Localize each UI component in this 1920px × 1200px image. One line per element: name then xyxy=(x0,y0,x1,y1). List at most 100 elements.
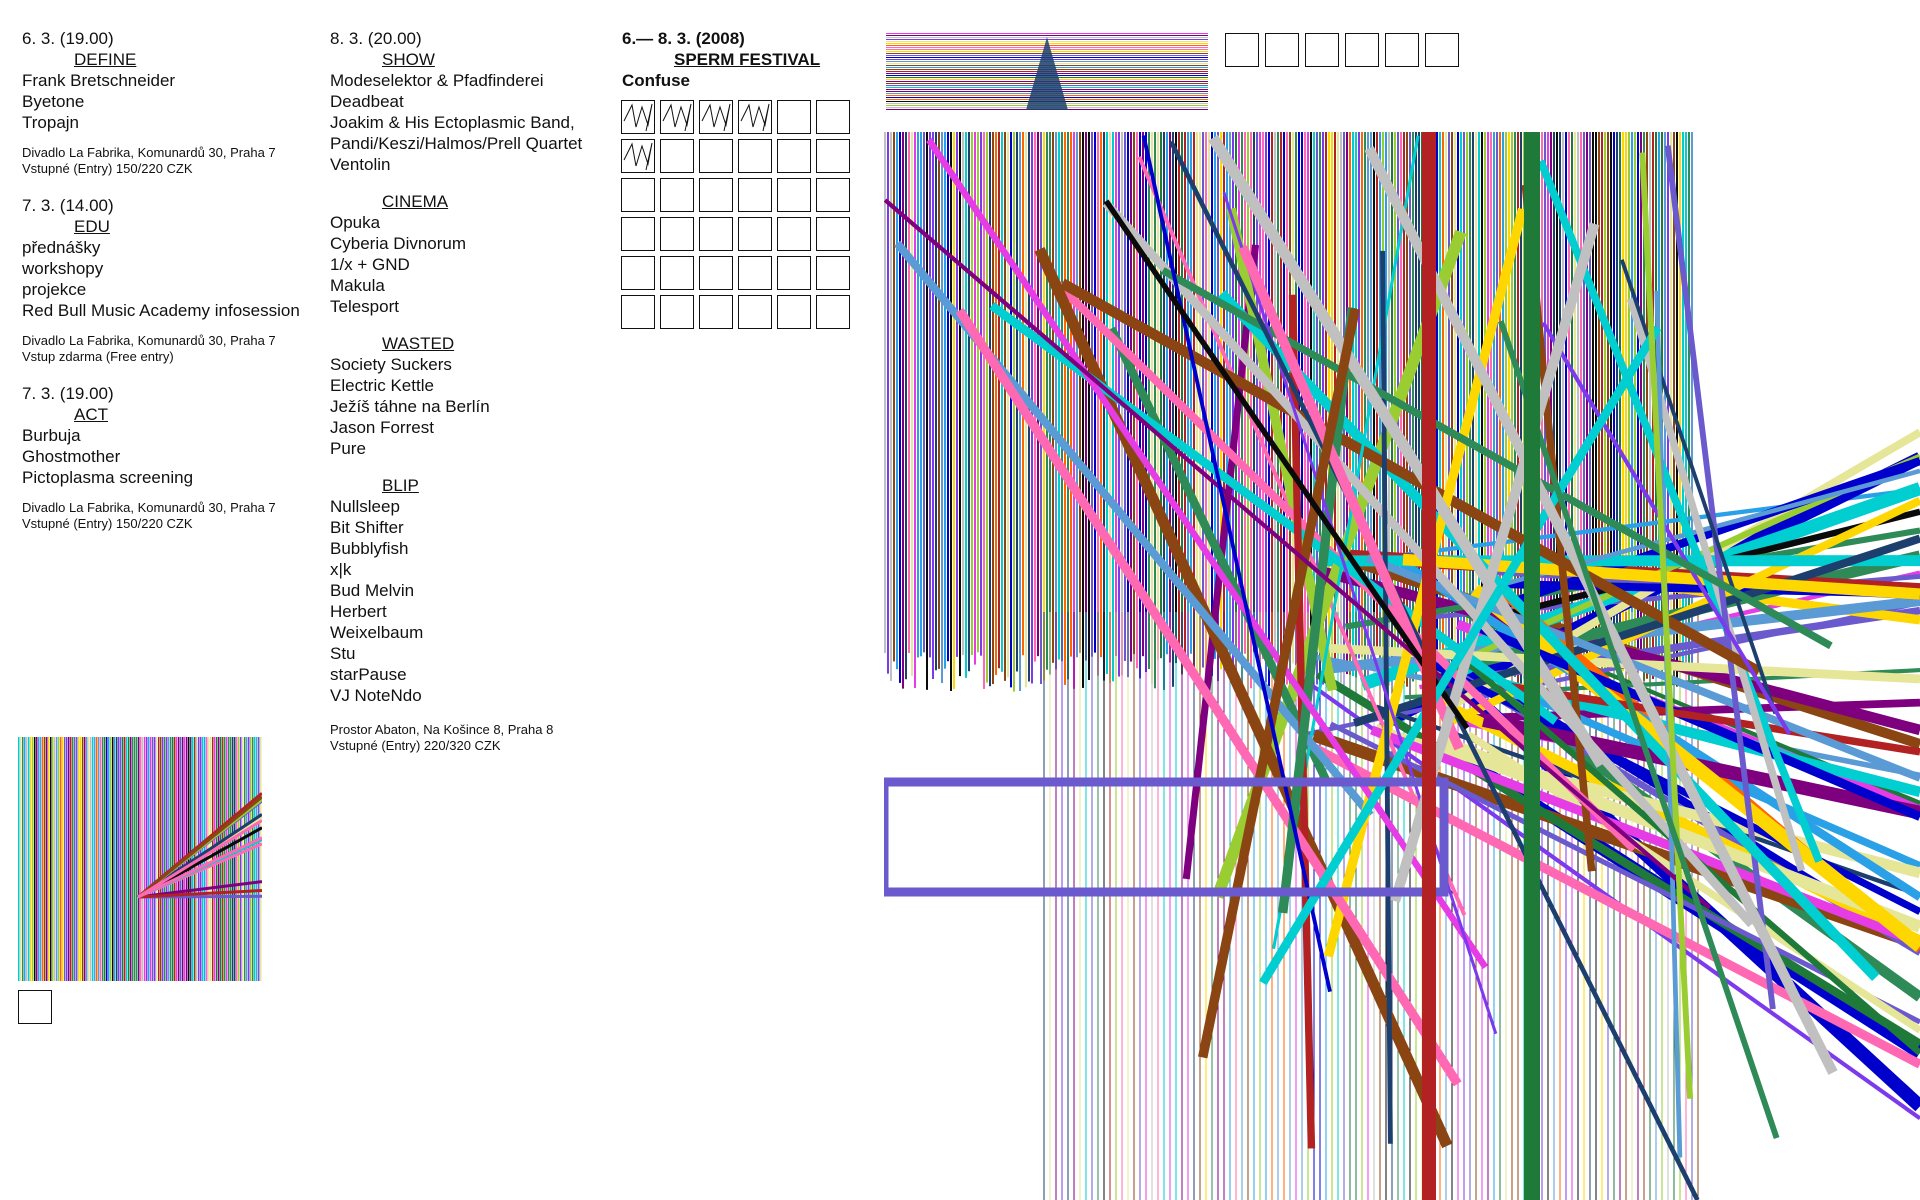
grid-cell[interactable] xyxy=(699,100,733,134)
venue-info: Divadlo La Fabrika, Komunardů 30, Praha … xyxy=(22,333,276,364)
lineup-item: starPause xyxy=(330,665,407,684)
lineup-item: Makula xyxy=(330,276,385,295)
grid-cell[interactable] xyxy=(699,256,733,290)
lineup-item: Jason Forrest xyxy=(330,418,434,437)
grid-cell[interactable] xyxy=(621,295,655,329)
festival-header: 6.— 8. 3. (2008) SPERM FESTIVAL Confuse xyxy=(622,28,882,91)
lineup-item: Frank Bretschneider xyxy=(22,71,176,90)
main-artwork xyxy=(884,132,1920,1200)
event-section-title[interactable]: CINEMA xyxy=(382,192,449,211)
grid-cell[interactable] xyxy=(660,178,694,212)
banner-graphic xyxy=(886,33,1208,110)
grid-cell[interactable] xyxy=(777,295,811,329)
grid-cell[interactable] xyxy=(777,178,811,212)
grid-cell[interactable] xyxy=(660,139,694,173)
grid-cell[interactable] xyxy=(699,217,733,251)
main-artwork-graphic xyxy=(884,132,1920,1200)
grid-cell[interactable] xyxy=(777,217,811,251)
grid-cell[interactable] xyxy=(777,256,811,290)
grid-cell[interactable] xyxy=(699,178,733,212)
lineup-item: Deadbeat xyxy=(330,92,404,111)
event-section-title[interactable]: ACT xyxy=(74,405,108,424)
thumbnail-select-box[interactable] xyxy=(18,990,52,1024)
event-date: 7. 3. (14.00) xyxy=(22,196,114,215)
top-box[interactable] xyxy=(1305,33,1339,67)
grid-cell[interactable] xyxy=(621,139,655,173)
lineup-item: Pandi/Keszi/Halmos/Prell Quartet xyxy=(330,134,583,153)
top-box[interactable] xyxy=(1345,33,1379,67)
lineup-item: Telesport xyxy=(330,297,399,316)
lineup-item: 1/x + GND xyxy=(330,255,410,274)
grid-cell[interactable] xyxy=(738,178,772,212)
top-box[interactable] xyxy=(1425,33,1459,67)
event-date: 8. 3. (20.00) xyxy=(330,29,422,48)
lineup-item: Byetone xyxy=(22,92,85,111)
thumbnail-artwork[interactable] xyxy=(18,737,262,981)
grid-cell[interactable] xyxy=(816,256,850,290)
festival-dates: 6.— 8. 3. (2008) xyxy=(622,29,745,48)
event-date: 7. 3. (19.00) xyxy=(22,384,114,403)
grid-cell[interactable] xyxy=(738,139,772,173)
lineup-item: Opuka xyxy=(330,213,381,232)
grid-cell[interactable] xyxy=(660,295,694,329)
grid-cell[interactable] xyxy=(660,256,694,290)
grid-cell[interactable] xyxy=(816,100,850,134)
grid-cell[interactable] xyxy=(660,100,694,134)
lineup-item: Bubblyfish xyxy=(330,539,409,558)
venue-info: Divadlo La Fabrika, Komunardů 30, Praha … xyxy=(22,145,276,176)
lineup-item: VJ NoteNdo xyxy=(330,686,422,705)
grid-cell[interactable] xyxy=(738,295,772,329)
scribble-icon xyxy=(662,103,692,132)
lineup-item: projekce xyxy=(22,280,87,299)
banner-artwork[interactable] xyxy=(886,33,1208,110)
scribble-icon xyxy=(740,103,770,132)
event-section-title[interactable]: BLIP xyxy=(382,476,419,495)
event-date: 6. 3. (19.00) xyxy=(22,29,114,48)
lineup-item: Ježíš táhne na Berlín xyxy=(330,397,490,416)
grid-cell[interactable] xyxy=(816,217,850,251)
lineup-item: Nullsleep xyxy=(330,497,400,516)
venue-info: Divadlo La Fabrika, Komunardů 30, Praha … xyxy=(22,500,276,531)
grid-cell[interactable] xyxy=(660,217,694,251)
festival-title[interactable]: SPERM FESTIVAL xyxy=(674,50,821,69)
grid-cell[interactable] xyxy=(816,178,850,212)
lineup-item: Bit Shifter xyxy=(330,518,404,537)
event-section-title[interactable]: EDU xyxy=(74,217,110,236)
grid-cell[interactable] xyxy=(699,139,733,173)
grid-cell[interactable] xyxy=(621,256,655,290)
festival-subtitle: Confuse xyxy=(622,71,690,90)
grid-cell[interactable] xyxy=(738,217,772,251)
lineup-item: Joakim & His Ectoplasmic Band, xyxy=(330,113,575,132)
grid-cell[interactable] xyxy=(699,295,733,329)
lineup-item: Society Suckers xyxy=(330,355,452,374)
event-section-title[interactable]: WASTED xyxy=(382,334,455,353)
event-section-title[interactable]: SHOW xyxy=(382,50,435,69)
grid-cell[interactable] xyxy=(738,100,772,134)
lineup-item: workshopy xyxy=(22,259,104,278)
grid-cell[interactable] xyxy=(816,139,850,173)
top-box[interactable] xyxy=(1265,33,1299,67)
lineup-item: Ghostmother xyxy=(22,447,121,466)
grid-cell[interactable] xyxy=(777,139,811,173)
grid-cell[interactable] xyxy=(621,100,655,134)
top-box[interactable] xyxy=(1385,33,1419,67)
top-box[interactable] xyxy=(1225,33,1259,67)
event-section-title[interactable]: DEFINE xyxy=(74,50,137,69)
scribble-icon xyxy=(623,103,653,132)
grid-cell[interactable] xyxy=(621,217,655,251)
lineup-item: Modeselektor & Pfadfinderei xyxy=(330,71,544,90)
grid-cell[interactable] xyxy=(738,256,772,290)
lineup-item: Pure xyxy=(330,439,366,458)
grid-cell[interactable] xyxy=(777,100,811,134)
thumbnail-graphic xyxy=(18,737,262,981)
sketch-grid xyxy=(621,100,850,329)
grid-cell[interactable] xyxy=(816,295,850,329)
grid-cell[interactable] xyxy=(621,178,655,212)
